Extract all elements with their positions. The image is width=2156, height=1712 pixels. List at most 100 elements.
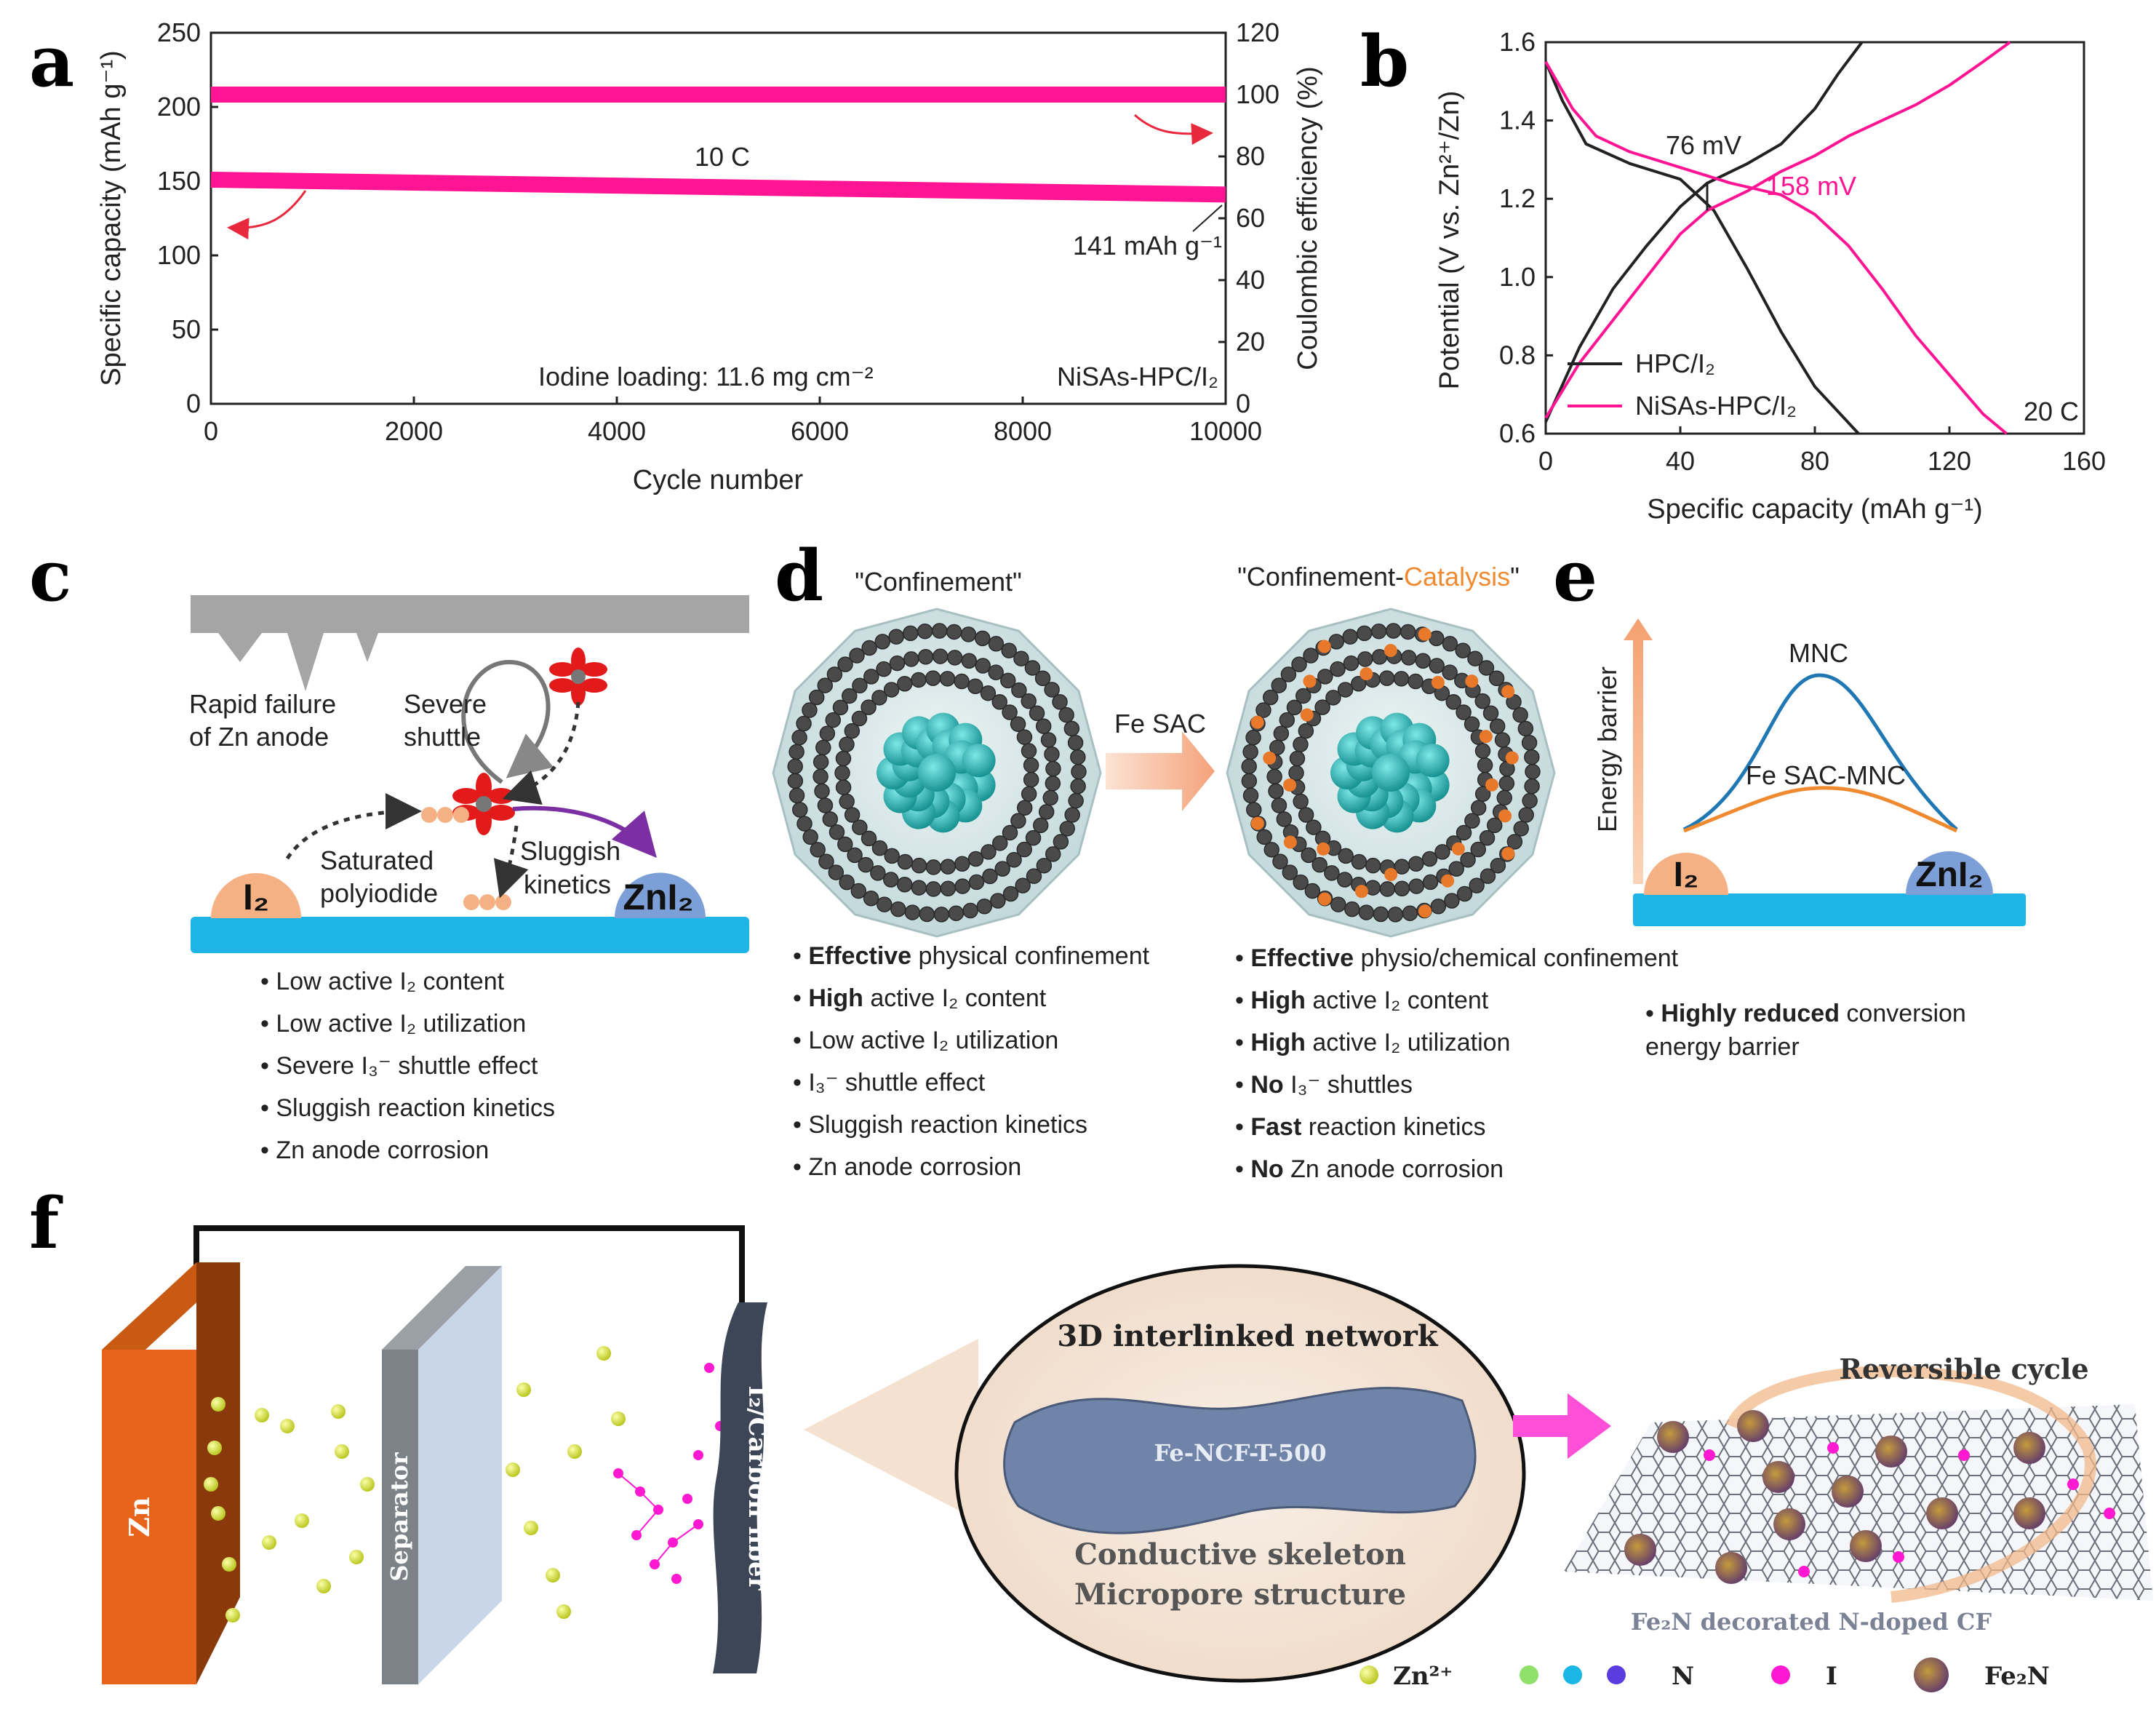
d-iodine-cluster-atom (918, 754, 956, 792)
d-carbon-atom (1422, 874, 1439, 891)
d-carbon-atom (1272, 853, 1288, 869)
d-carbon-atom (933, 907, 950, 923)
legend-hpc-label: HPC/I₂ (1635, 349, 1715, 378)
chart-b-xtick-label: 0 (1538, 446, 1553, 476)
d-carbon-atom (1490, 857, 1506, 874)
d-fe-site (1431, 675, 1445, 689)
f-network-title: 3D interlinked network (1057, 1319, 1438, 1353)
d-carbon-atom (889, 655, 906, 672)
chart-b-hpc-gap: 76 mV (1666, 130, 1741, 160)
d-right-bullet: • No Zn anode corrosion (1235, 1155, 1504, 1183)
c-substrate (191, 917, 749, 953)
d-fe-site (1418, 627, 1432, 641)
f-cathode: I₂/Carbon fiber (713, 1302, 772, 1673)
e-zni2-droplet (1906, 851, 1993, 895)
chart-a-ytick-label: 200 (157, 92, 201, 122)
d-carbon-atom (1001, 642, 1017, 658)
d-carbon-atom (1356, 625, 1373, 642)
d-carbon-atom (946, 624, 962, 640)
d-carbon-atom (1464, 716, 1480, 733)
chart-a-ytick-label: 150 (157, 166, 201, 196)
d-carbon-atom (1256, 829, 1272, 845)
d-carbon-atom (813, 754, 829, 771)
chart-b-ytick-label: 1.6 (1499, 27, 1536, 57)
f-zn-ion (211, 1397, 225, 1412)
d-carbon-atom (1298, 807, 1314, 823)
d-carbon-atom (788, 744, 804, 760)
d-carbon-atom (961, 653, 978, 669)
e-bullet-line2: energy barrier (1645, 1033, 1800, 1061)
f-decorated-label: Fe₂N decorated N-doped CF (1631, 1608, 1992, 1636)
iodide-chain-bead (453, 807, 469, 823)
f-iodine-atom (682, 1494, 692, 1504)
d-fe-site (1501, 685, 1515, 698)
c-conversion-arrow (512, 805, 657, 859)
d-carbon-atom (902, 625, 919, 642)
d-carbon-atom (1064, 807, 1080, 823)
e-mnc-label: MNC (1789, 638, 1848, 668)
d-carbon-atom (1337, 682, 1354, 698)
d-carbon-atom (837, 836, 853, 853)
polyiodide-flower-center (452, 773, 515, 835)
d-left-bullet-mark: • (793, 1027, 808, 1054)
f-iodine-atom (1798, 1566, 1810, 1577)
f-zn-ion (596, 1346, 611, 1361)
d-carbon-atom (834, 765, 850, 781)
d-carbon-atom (1262, 689, 1279, 706)
d-left-bullet-mark: • (793, 1111, 808, 1139)
d-right-bullet-mark: • (1235, 1029, 1250, 1056)
d-carbon-atom (1324, 865, 1340, 881)
f-zn-ion (295, 1513, 309, 1528)
d-carbon-atom (940, 880, 957, 897)
d-carbon-atom (1343, 655, 1360, 672)
chart-a-ytick2-label: 20 (1236, 327, 1265, 357)
d-carbon-atom (814, 783, 830, 800)
d-fe-site (1303, 674, 1317, 688)
e-bullet-bold: Highly reduced (1661, 1000, 1840, 1027)
d-title-left: "Confinement" (855, 567, 1022, 597)
d-title-right-c: " (1510, 562, 1520, 592)
f-iodine-atom (704, 1363, 714, 1373)
c-dotted-arrow (502, 701, 580, 805)
f-iodine-atom (1958, 1449, 1970, 1461)
chart-b-ytick-label: 1.2 (1499, 183, 1536, 213)
d-carbon-atom (991, 693, 1007, 710)
shuttle-loop-arrow (461, 659, 554, 784)
d-carbon-atom (1385, 623, 1402, 639)
d-carbon-atom (1444, 893, 1460, 909)
d-carbon-atom (813, 768, 829, 785)
chart-a-ylabel: Specific capacity (mAh g⁻¹) (96, 50, 127, 386)
d-carbon-atom (1456, 885, 1473, 902)
d-carbon-atom (1478, 660, 1495, 676)
d-carbon-atom (1015, 877, 1031, 893)
d-right-bullet-mark: • (1235, 944, 1250, 972)
d-carbon-atom (1524, 749, 1540, 765)
d-carbon-atom (1282, 864, 1298, 880)
chart-b-xtick-label: 120 (1928, 446, 1971, 476)
f-zn-ion (349, 1550, 364, 1564)
d-carbon-atom (988, 636, 1005, 652)
f-fe2n-particle (1850, 1530, 1882, 1562)
f-iodine-atom (2067, 1478, 2079, 1490)
d-carbon-atom (1494, 732, 1511, 748)
d-carbon-atom (1512, 706, 1528, 723)
d-fe-site (1505, 751, 1519, 765)
d-fe-site (1317, 842, 1330, 856)
f-zn-ion (316, 1579, 331, 1593)
chart-b-ytick-label: 1.4 (1499, 105, 1536, 135)
d-left-bullet-text: Zn anode corrosion (808, 1153, 1021, 1181)
d-carbon-atom (1434, 844, 1450, 860)
d-left-bullet-mark: • (793, 984, 808, 1012)
d-carbon-atom (994, 861, 1010, 877)
d-carbon-atom (1023, 771, 1039, 788)
chart-a-ytick2-label: 0 (1236, 389, 1250, 418)
d-carbon-atom (877, 896, 893, 912)
d-carbon-atom (1070, 749, 1086, 765)
d-carbon-atom (1448, 861, 1464, 877)
f-skeleton-label: Conductive skeleton (1074, 1537, 1406, 1572)
d-left-bullet-mark: • (793, 1153, 808, 1181)
chart-b-frame (1544, 41, 2085, 435)
c-zni2-label: ZnI₂ (623, 877, 693, 917)
d-carbon-atom (871, 690, 887, 706)
chart-b-xtick-label: 80 (1800, 446, 1829, 476)
